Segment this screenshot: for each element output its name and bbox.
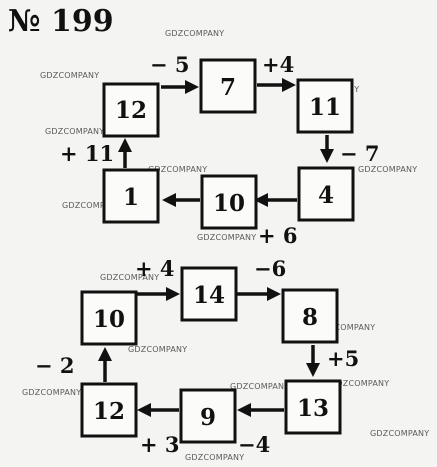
- operation-label: − 2: [35, 353, 75, 378]
- watermark: GDZCOMPANY: [197, 233, 256, 242]
- arrow-up: [118, 138, 132, 168]
- operation-label: + 6: [258, 223, 298, 248]
- number-box: 8: [281, 288, 339, 344]
- operation-label: + 4: [135, 256, 175, 281]
- box-value: 9: [200, 404, 216, 431]
- watermark: GDZCOMPANY: [22, 388, 81, 397]
- arrow-left: [254, 193, 297, 207]
- watermark: GDZCOMPANY: [62, 201, 121, 210]
- number-box: 11: [296, 78, 354, 134]
- watermark: GDZCOMPANY: [128, 345, 187, 354]
- number-box: 1: [102, 168, 160, 224]
- number-box: 12: [80, 382, 138, 438]
- operation-label: − 5: [150, 52, 190, 77]
- watermark: GDZCOMPANY: [45, 127, 104, 136]
- operation-label: −4: [238, 432, 270, 457]
- arrow-right: [235, 287, 281, 301]
- arrow-down: [306, 345, 320, 377]
- number-box: 10: [200, 174, 258, 230]
- watermark: GDZCOMPANY: [330, 379, 389, 388]
- watermark: GDZCOMPANY: [370, 429, 429, 438]
- number-box: 13: [284, 379, 342, 435]
- box-value: 10: [213, 190, 245, 217]
- watermark: GDZCOMPANY: [316, 323, 375, 332]
- arrow-right: [161, 80, 199, 94]
- box-value: 10: [93, 306, 125, 333]
- operation-label: − 7: [340, 141, 380, 166]
- problem-number: № 199: [8, 4, 114, 39]
- arrow-down: [320, 135, 334, 163]
- number-box: 10: [80, 290, 138, 346]
- watermark: GDZCOMPANY: [358, 165, 417, 174]
- box-value: 13: [297, 395, 329, 422]
- number-box: 14: [180, 266, 238, 322]
- arrow-left: [137, 403, 179, 417]
- box-value: 8: [302, 304, 318, 331]
- box-value: 4: [318, 182, 334, 209]
- box-value: 12: [93, 398, 125, 425]
- arrow-up: [98, 347, 112, 382]
- number-box: 4: [297, 166, 355, 222]
- operation-label: +4: [262, 52, 294, 77]
- watermark: GDZCOMPANY: [165, 29, 224, 38]
- box-value: 14: [193, 282, 225, 309]
- watermark: GDZCOMPANY: [185, 453, 244, 462]
- number-box: 12: [102, 82, 160, 138]
- operation-label: + 3: [140, 432, 180, 457]
- arrow-right: [257, 78, 296, 92]
- box-value: 1: [123, 184, 139, 211]
- watermark: GDZCOMPANY: [40, 71, 99, 80]
- watermark: GDZCOMPANY: [148, 165, 207, 174]
- arrow-left: [237, 403, 284, 417]
- box-value: 7: [220, 74, 236, 101]
- number-box: 9: [179, 388, 237, 444]
- arrow-right: [137, 287, 180, 301]
- arrow-left: [162, 193, 200, 207]
- watermark: GDZCOMPANY: [230, 382, 289, 391]
- operation-label: + 11: [60, 141, 114, 166]
- box-value: 12: [115, 97, 147, 124]
- number-box: 7: [199, 58, 257, 114]
- watermark: GDZCOMPANY: [100, 273, 159, 282]
- operation-label: +5: [327, 346, 359, 371]
- operation-label: −6: [254, 256, 286, 281]
- box-value: 11: [309, 94, 341, 121]
